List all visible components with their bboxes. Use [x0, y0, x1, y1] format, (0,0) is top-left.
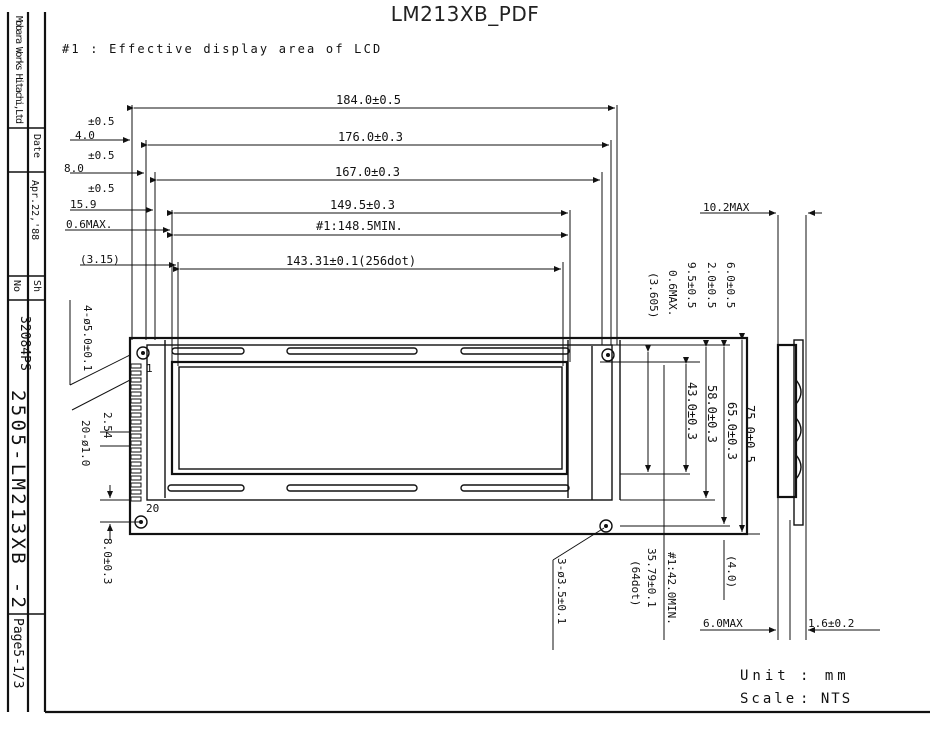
- connector-pin: [130, 461, 142, 467]
- vertical-dimension-labels: (3.605) 0.6MAX. 9.5±0.5 2.0±0.5 6.0±0.5 …: [555, 262, 757, 625]
- pin20-label: 20: [146, 502, 159, 515]
- date-value: Apr.22,'88: [29, 180, 40, 240]
- tol-3: ±0.5: [88, 182, 115, 195]
- dim-3605: (3.605): [647, 272, 660, 318]
- dim-184: 184.0±0.5: [336, 93, 401, 107]
- tol-1: ±0.5: [88, 115, 115, 128]
- connector-pin: [130, 405, 142, 411]
- lcd-front-view: 1 20: [128, 336, 749, 536]
- drawing-number: 2505-LM213XB -2: [7, 390, 29, 608]
- left-annotations: 4-ø5.0±0.1 20-ø1.0 2.54 8.0±0.3: [69, 300, 140, 584]
- connector-pin: [130, 440, 142, 446]
- dim-65: 65.0±0.3: [725, 402, 739, 460]
- doc-code: 32084PS: [17, 316, 32, 371]
- dim-95: 9.5±0.5: [685, 262, 698, 308]
- vertical-dimensions: [552, 333, 760, 650]
- connector-pin: [130, 489, 142, 495]
- dim-167: 167.0±0.3: [335, 165, 400, 179]
- dim-149: 149.5±0.3: [330, 198, 395, 212]
- dim-42-min: #1:42.0MIN.: [665, 552, 678, 625]
- connector-pin: [130, 363, 142, 369]
- connector-pin: [130, 447, 142, 453]
- connector-pin: [130, 398, 142, 404]
- horizontal-dimension-labels: 184.0±0.5 176.0±0.3 167.0±0.3 149.5±0.3 …: [64, 93, 416, 268]
- dim-143: 143.31±0.1(256dot): [286, 254, 416, 268]
- date-label: Date: [31, 134, 42, 158]
- effective-area-note: #1 : Effective display area of LCD: [62, 42, 382, 56]
- dim-3579: 35.79±0.1: [645, 548, 658, 608]
- offset-315: (3.15): [80, 253, 120, 266]
- tol-2: ±0.5: [88, 149, 115, 162]
- mount-hole-dim: 3-ø3.5±0.1: [555, 558, 568, 624]
- scale-label: Scale: [740, 691, 797, 707]
- connector-pin: [130, 482, 142, 488]
- sheet-frame: [6, 12, 930, 714]
- lcd-side-view: [776, 215, 807, 640]
- connector-pin: [130, 426, 142, 432]
- pitch-dim: 2.54: [101, 412, 114, 439]
- offset-8: 8.0: [64, 162, 84, 175]
- dim-43: 43.0±0.3: [685, 382, 699, 440]
- connector-pin: [130, 475, 142, 481]
- connector-pin: [130, 370, 142, 376]
- max-06: 0.6MAX.: [66, 218, 112, 231]
- dim-64dot: (64dot): [629, 560, 642, 606]
- connector-pin: [130, 496, 142, 502]
- company-name: Mobara Works Hitachi,Ltd: [13, 16, 24, 124]
- h80-dim: 8.0±0.3: [101, 538, 114, 584]
- dim-60: 6.0±0.5: [724, 262, 737, 308]
- dim-176: 176.0±0.3: [338, 130, 403, 144]
- connector-pins: [130, 363, 142, 502]
- side-dimensions: 10.2MAX 6.0MAX 1.6±0.2: [700, 201, 880, 633]
- document-title: LM213XB_PDF: [390, 2, 540, 26]
- dim-40: (4.0): [725, 555, 738, 588]
- offset-15: 15.9: [70, 198, 97, 211]
- pins-dim: 20-ø1.0: [79, 420, 92, 466]
- dim-102max: 10.2MAX: [703, 201, 750, 214]
- horizontal-dimensions: [65, 105, 618, 366]
- dim-16: 1.6±0.2: [808, 617, 854, 630]
- offset-4: 4.0: [75, 129, 95, 142]
- dim-148-min: #1:148.5MIN.: [316, 219, 403, 233]
- connector-pin: [130, 391, 142, 397]
- dim-60max: 6.0MAX: [703, 617, 743, 630]
- units-block: Unit : mm Scale : NTS: [740, 668, 852, 707]
- connector-pin: [130, 384, 142, 390]
- connector-pin: [130, 433, 142, 439]
- dim-20: 2.0±0.5: [705, 262, 718, 308]
- connector-pin: [130, 454, 142, 460]
- dim-06max: 0.6MAX.: [666, 270, 679, 316]
- connector-pin: [130, 419, 142, 425]
- dim-58: 58.0±0.3: [705, 385, 719, 443]
- title-block: Mobara Works Hitachi,Ltd Date Apr.22,'88…: [7, 16, 42, 688]
- sh-label: Sh: [31, 280, 42, 292]
- connector-pin: [130, 468, 142, 474]
- unit-label: Unit: [740, 668, 790, 684]
- connector-pin: [130, 412, 142, 418]
- pin1-label: 1: [146, 362, 153, 375]
- hole-dim: 4-ø5.0±0.1: [81, 305, 94, 371]
- scale-value: : NTS: [800, 691, 852, 707]
- connector-pin: [130, 377, 142, 383]
- page-number: Page5-1/3: [10, 618, 25, 688]
- dim-75: 75.0±0.5: [743, 405, 757, 463]
- no-label: No: [11, 280, 22, 292]
- unit-value: : mm: [800, 668, 850, 684]
